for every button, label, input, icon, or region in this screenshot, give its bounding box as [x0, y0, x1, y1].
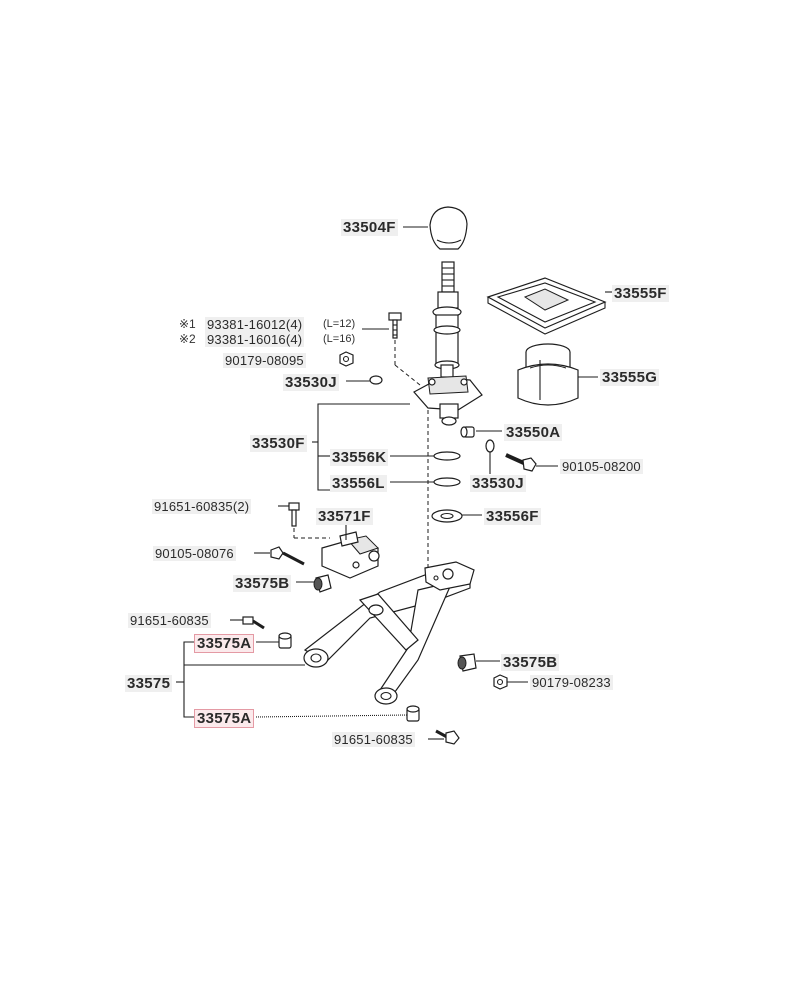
label-washer-33556f[interactable]: 33556F — [484, 508, 541, 525]
note-mark-1: ※1 — [179, 317, 196, 331]
label-bolt-93381-16016[interactable]: 93381-16016(4) — [205, 332, 305, 347]
bolt-91651-60835-mid — [242, 616, 265, 630]
seal-k — [433, 451, 461, 461]
label-cover-plate[interactable]: 33555F — [612, 285, 669, 302]
label-bracket-33571f[interactable]: 33571F — [316, 508, 373, 525]
label-o-ring-lower[interactable]: 33530J — [470, 475, 526, 492]
label-bushing-33575a-lower[interactable]: 33575A — [193, 709, 255, 728]
o-ring-lower — [485, 439, 495, 453]
label-bolt-90105-08076[interactable]: 90105-08076 — [153, 546, 236, 561]
shift-lever — [432, 261, 462, 378]
bushing-33575a-lower — [406, 705, 420, 722]
label-lever-retainer[interactable]: 33530F — [250, 435, 307, 452]
lever-retainer — [413, 375, 483, 426]
label-seal-k[interactable]: 33556K — [330, 449, 389, 466]
cover-plate — [486, 277, 607, 335]
shift-linkage — [303, 561, 475, 705]
bolt-90105-08076 — [270, 546, 305, 566]
label-bolt-91651-60835-bottom[interactable]: 91651-60835 — [332, 732, 415, 747]
label-bushing-33575b-right[interactable]: 33575B — [501, 654, 560, 671]
bushing-33575a-upper — [278, 632, 292, 649]
label-nut-90179-08095[interactable]: 90179-08095 — [223, 353, 306, 368]
note-length-12: (L=12) — [323, 318, 356, 330]
label-seal-l[interactable]: 33556L — [330, 475, 387, 492]
label-nut-90179-08233[interactable]: 90179-08233 — [530, 675, 613, 690]
bolt-91651-60835-bottom — [435, 729, 460, 745]
bolt-93381 — [388, 312, 402, 339]
washer-33556f — [431, 509, 463, 523]
o-ring-upper — [369, 375, 383, 385]
bushing-33550a — [460, 426, 475, 438]
bushing-33575b-left — [313, 574, 332, 593]
label-bolt-93381-16012[interactable]: 93381-16012(4) — [205, 317, 305, 332]
bolt-91651-60835-pair — [288, 502, 300, 527]
label-bolt-91651-60835-mid[interactable]: 91651-60835 — [128, 613, 211, 628]
label-knob[interactable]: 33504F — [341, 219, 398, 236]
label-bushing-33550a[interactable]: 33550A — [504, 424, 563, 441]
label-bushing-33575b-left[interactable]: 33575B — [233, 575, 292, 592]
bracket-33571f — [321, 531, 380, 579]
label-bolt-90105-08200[interactable]: 90105-08200 — [560, 459, 643, 474]
shift-boot — [517, 343, 579, 406]
note-length-16: (L=16) — [323, 333, 356, 345]
label-bushing-33575a-upper[interactable]: 33575A — [193, 634, 255, 653]
note-mark-2: ※2 — [179, 332, 196, 346]
label-bolt-91651-60835-pair[interactable]: 91651-60835(2) — [152, 499, 252, 514]
seal-l — [433, 477, 461, 487]
label-boot[interactable]: 33555G — [600, 369, 660, 386]
nut-90179-08233 — [493, 674, 508, 690]
label-link-assy-33575[interactable]: 33575 — [125, 675, 173, 692]
shift-knob — [429, 206, 468, 250]
bushing-33575b-right — [457, 653, 477, 672]
label-o-ring-upper[interactable]: 33530J — [283, 374, 339, 391]
nut-90179-08095 — [339, 351, 354, 367]
bolt-90105-08200 — [505, 453, 537, 472]
